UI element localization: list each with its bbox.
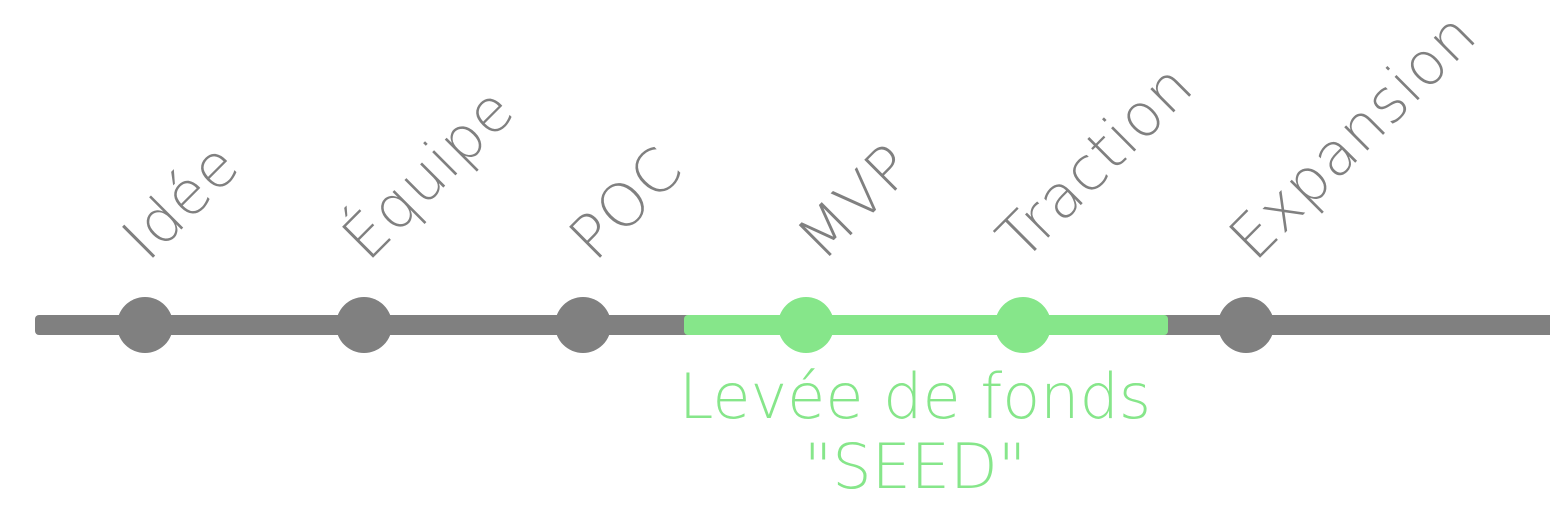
stage-node-idee [117,297,173,353]
stage-node-equipe [336,297,392,353]
funding-caption: Levée de fonds "SEED" [615,362,1215,502]
funding-line1: Levée de fonds [678,360,1152,433]
stage-label-expansion: Expansion [1216,0,1491,274]
stage-label-idee: Idée [109,129,254,274]
stage-node-expansion [1218,297,1274,353]
stage-node-mvp [778,297,834,353]
stage-label-equipe: Équipe [329,74,529,274]
seed-range-highlight [684,315,1168,335]
stage-label-traction: Traction [984,50,1207,274]
stage-node-traction [995,297,1051,353]
stage-label-poc: POC [556,133,697,274]
funding-line2: "SEED" [803,430,1027,503]
stage-label-mvp: MVP [784,130,927,274]
stage-node-poc [555,297,611,353]
